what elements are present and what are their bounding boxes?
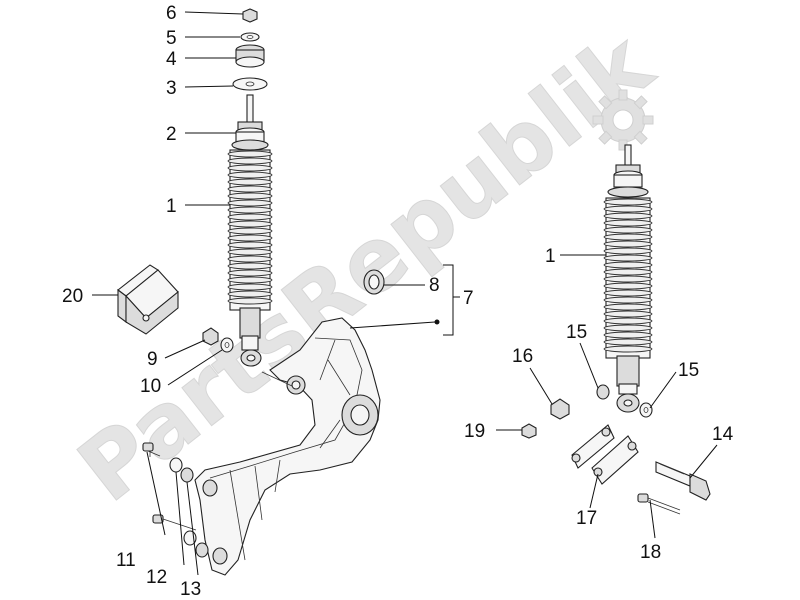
nut-16 [550, 398, 570, 420]
bush-8 [363, 269, 385, 295]
spring-coil [227, 164, 273, 172]
washer-15-left [596, 384, 610, 400]
spring-coil [227, 157, 273, 165]
right-shock-absorber [603, 144, 653, 413]
spring-coil [603, 261, 653, 269]
callout-14: 14 [712, 424, 734, 445]
callout-17: 17 [576, 508, 597, 529]
spring-coil [603, 331, 653, 339]
spring-coil [227, 220, 273, 228]
callout-13: 13 [180, 579, 201, 600]
spring-coil [603, 289, 653, 297]
callout-20: 20 [62, 286, 83, 307]
callout-4: 4 [166, 49, 177, 70]
callout-10: 10 [140, 376, 161, 397]
washer-10 [220, 337, 234, 353]
spring-coil [603, 247, 653, 255]
spring-coil [603, 233, 653, 241]
washer-15-right [639, 402, 653, 418]
spring-coil [603, 240, 653, 248]
spring-coil [603, 324, 653, 332]
spring-coil [227, 248, 273, 256]
callout-12: 12 [146, 567, 167, 588]
spring-coil [227, 262, 273, 270]
spring-coil [603, 310, 653, 318]
plates-17 [571, 424, 639, 485]
callout-9: 9 [147, 349, 158, 370]
spring-coil [603, 282, 653, 290]
callout-16: 16 [512, 346, 533, 367]
callout-3: 3 [166, 78, 177, 99]
spring-coil [227, 269, 273, 277]
spring-coil [227, 241, 273, 249]
spring-coil [227, 192, 273, 200]
callout-19: 19 [464, 421, 485, 442]
spring-coil [603, 268, 653, 276]
callout-15-left: 15 [566, 322, 587, 343]
spring-coil [603, 275, 653, 283]
nut-19 [521, 423, 537, 439]
spring-coil [603, 296, 653, 304]
spring-coil [227, 213, 273, 221]
spring-coil [227, 185, 273, 193]
spring-coil [227, 150, 273, 158]
bolt-18 [637, 493, 681, 515]
spring-coil [227, 199, 273, 207]
spring-coil [227, 255, 273, 263]
spring-coil [603, 198, 653, 206]
spring-coil [227, 227, 273, 235]
bolt-14 [655, 461, 711, 501]
spring-coil [227, 283, 273, 291]
right-spring-coils [603, 198, 653, 353]
spring-coil [227, 206, 273, 214]
left-spring-coils [227, 150, 273, 305]
spring-coil [227, 178, 273, 186]
spring-coil [603, 212, 653, 220]
spring-coil [603, 226, 653, 234]
spring-coil [227, 234, 273, 242]
callout-15-right: 15 [678, 360, 699, 381]
bracket-20 [117, 264, 179, 335]
callout-8: 8 [429, 275, 440, 296]
swing-arm [194, 317, 381, 576]
callout-6: 6 [166, 3, 177, 24]
spring-coil [227, 297, 273, 305]
spring-coil [603, 205, 653, 213]
callout-labels: 6 5 4 3 2 1 20 9 10 8 7 11 12 13 1 16 15… [62, 3, 734, 600]
spring-coil [227, 171, 273, 179]
leader-lines [92, 11, 718, 576]
spring-coil [603, 317, 653, 325]
gear-icon [592, 89, 654, 151]
spring-coil [227, 276, 273, 284]
spring-coil [603, 345, 653, 353]
callout-5: 5 [166, 28, 177, 49]
callout-11: 11 [116, 550, 136, 571]
spring-coil [603, 338, 653, 346]
spring-coil [603, 303, 653, 311]
left-shock-absorber [227, 8, 273, 367]
callout-18: 18 [640, 542, 661, 563]
callout-2: 2 [166, 124, 177, 145]
bolt-11 [142, 442, 197, 531]
callout-7: 7 [463, 288, 474, 309]
callout-1-left: 1 [166, 196, 177, 217]
spring-coil [603, 254, 653, 262]
spring-coil [227, 290, 273, 298]
spring-coil [603, 219, 653, 227]
callout-1-right: 1 [545, 246, 556, 267]
